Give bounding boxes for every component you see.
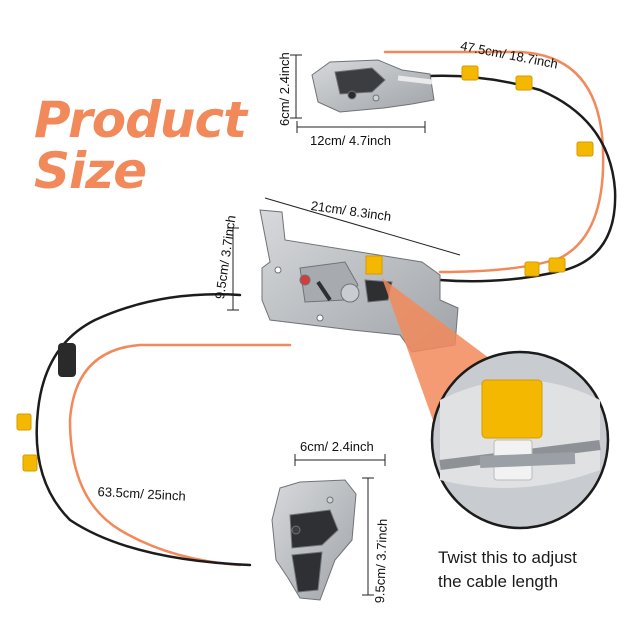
cable-grommet [58,343,76,377]
bottom-latch [271,479,357,601]
bottom-cable-arc [68,343,292,567]
bottom-cable [35,293,252,567]
cable-adjust-caption: Twist this to adjust the cable length [438,546,577,594]
cables [35,74,617,567]
top-cable [403,74,617,283]
top-latch-width-label: 12cm/ 4.7inch [310,133,391,148]
dimension-guides [227,54,461,596]
top-latch-height-label: 6cm/ 2.4inch [277,52,292,126]
product-title: Product [34,91,247,149]
top-cable-arc [383,50,605,274]
bottom-latch-height-label: 9.5cm/ 3.7inch [372,518,390,604]
cable-clips [16,65,594,472]
magnified-detail [430,350,610,530]
size-title: Size [34,142,147,200]
top-latch [311,59,435,113]
caption-line-1: Twist this to adjust [438,548,577,567]
bottom-latch-width-label: 6cm/ 2.4inch [300,439,374,454]
dimension-arcs [68,50,605,567]
caption-line-2: the cable length [438,572,559,591]
